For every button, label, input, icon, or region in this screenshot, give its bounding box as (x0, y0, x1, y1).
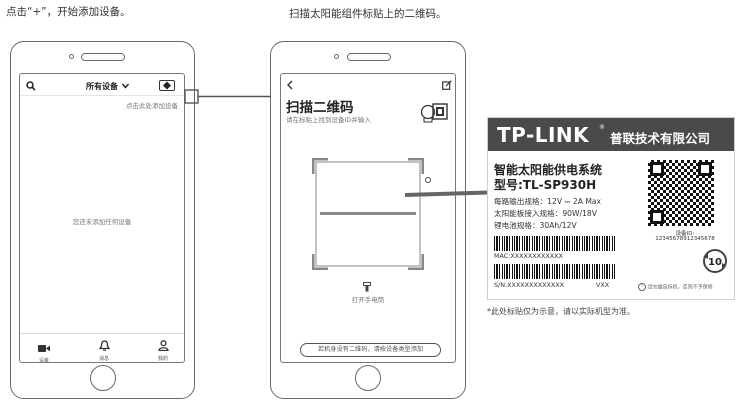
environmental-period-icon: 10 (703, 249, 727, 273)
tab-devices-label: 设备 (38, 358, 49, 363)
warning-label: 请勿擅自拆机，否则不予保修 (647, 284, 713, 291)
phone1-screen: 所有设备 点击此处添加设备 您还未添加任何设备 设备 消息 我的 (19, 73, 185, 363)
caption-step1: 点击“+”，开始添加设备。 (6, 6, 131, 18)
caption-step2: 扫描太阳能组件标贴上的二维码。 (289, 8, 447, 20)
version-text: VXX (596, 281, 610, 289)
label-header: TP-LINK ® 普联技术有限公司 (488, 118, 734, 151)
env-badge-number: 10 (708, 257, 722, 268)
add-device-button[interactable] (159, 80, 175, 91)
flashlight-icon[interactable] (363, 282, 371, 292)
info-icon: ! (638, 283, 646, 291)
edit-icon[interactable] (442, 80, 452, 90)
phone-camera (69, 54, 74, 59)
sn-barcode (494, 264, 616, 279)
phone-2: 扫描二维码 请在标贴上找到设备ID并输入 打开手电筒 若机身没有二维码，请按设备… (270, 41, 466, 399)
home-button[interactable] (355, 365, 381, 391)
add-device-hint: 点击此处添加设备 (126, 102, 178, 110)
tab-messages-label: 消息 (98, 356, 109, 362)
user-icon (157, 340, 169, 352)
device-qr-code (648, 160, 714, 226)
device-filter-label: 所有设备 (86, 82, 118, 91)
product-label: TP-LINK ® 普联技术有限公司 智能太阳能供电系统 型号:TL-SP930… (487, 117, 735, 300)
add-by-type-button[interactable]: 若机身没有二维码，请按设备类型添加 (300, 343, 441, 357)
scan-dot (425, 177, 431, 183)
device-filter-dropdown[interactable]: 所有设备 (86, 81, 129, 92)
mac-text: MAC:XXXXXXXXXXXX (494, 252, 563, 260)
tab-profile[interactable]: 我的 (151, 336, 175, 362)
search-icon[interactable] (26, 81, 36, 91)
product-name: 智能太阳能供电系统 (494, 163, 603, 177)
device-id-label: 设备ID: (675, 231, 695, 237)
flashlight-label[interactable]: 打开手电筒 (351, 296, 385, 304)
product-model: 型号:TL-SP930H (494, 178, 597, 192)
tabbar-divider (20, 333, 184, 334)
phone-speaker (347, 53, 391, 61)
label-footnote: *此处标贴仅为示意，请以实际机型为准。 (487, 307, 635, 316)
scan-title: 扫描二维码 (286, 100, 354, 116)
mac-barcode (494, 236, 616, 251)
warning-text: ! 请勿擅自拆机，否则不予保修 (638, 283, 713, 291)
empty-state-text: 您还未添加任何设备 (72, 218, 132, 226)
chevron-down-icon (121, 83, 129, 89)
tab-profile-label: 我的 (157, 356, 168, 362)
bell-icon (98, 340, 110, 351)
spec-solar: 太阳能板接入规格：90W/18V (494, 209, 597, 218)
spec-output: 每路输出规格：12V ⎓ 2A Max (494, 197, 602, 206)
company-name: 普联技术有限公司 (610, 131, 711, 146)
back-arrow-icon[interactable] (286, 80, 294, 90)
qr-sticker-icon (420, 103, 448, 123)
scan-frame (312, 158, 424, 270)
scan-subtitle: 请在标贴上找到设备ID并输入 (286, 116, 371, 124)
spec-battery: 锂电池规格：30Ah/12V (494, 221, 577, 230)
device-id-value: 12345678912345678 (655, 236, 715, 242)
tab-messages[interactable]: 消息 (92, 336, 116, 362)
phone-speaker (81, 53, 125, 61)
home-button[interactable] (90, 365, 116, 391)
sn-text: S/N:XXXXXXXXXXXXX (494, 281, 565, 289)
plus-icon (163, 81, 171, 90)
phone-1: 所有设备 点击此处添加设备 您还未添加任何设备 设备 消息 我的 (10, 41, 195, 399)
camera-icon (38, 345, 50, 352)
phone2-screen: 扫描二维码 请在标贴上找到设备ID并输入 打开手电筒 若机身没有二维码，请按设备… (280, 73, 456, 363)
tab-devices[interactable]: 设备 (32, 338, 56, 363)
header-divider (20, 95, 184, 96)
brand-logo: TP-LINK (497, 123, 590, 147)
registered-mark: ® (599, 124, 605, 131)
phone-camera (334, 54, 339, 59)
